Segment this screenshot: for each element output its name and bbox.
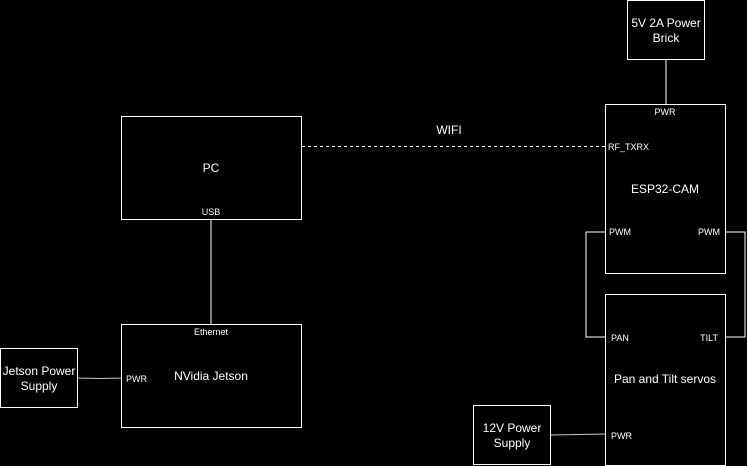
- jetson-label: NVidia Jetson: [174, 369, 248, 383]
- power-supply-12v-label-line1: 12V Power: [483, 421, 542, 435]
- power-brick-label-line2: Brick: [653, 31, 681, 45]
- jetson-power-supply-label-line2: Supply: [21, 379, 58, 393]
- power-brick-label-line1: 5V 2A Power: [631, 16, 700, 30]
- servos-pwr-port-label: PWR: [611, 431, 632, 441]
- pan-tilt-servos-node: [605, 294, 726, 466]
- servos-tilt-port-label: TILT: [700, 333, 718, 343]
- jetson-psu-wire: [77, 377, 123, 380]
- jetson-power-supply-node: [0, 348, 78, 408]
- power-supply-12v-node: [473, 405, 551, 465]
- esp32-pwm-right-port-label: PWM: [698, 227, 720, 237]
- esp32-pwr-port-label: PWR: [655, 107, 676, 117]
- servos-label: Pan and Tilt servos: [614, 372, 716, 386]
- pc-label: PC: [203, 161, 220, 175]
- power-supply-12v-label-line2: Supply: [494, 436, 531, 450]
- esp32-rf-txrx-port-label: RF_TXRX: [608, 142, 649, 152]
- jetson-node: [121, 324, 302, 428]
- esp32-pwm-left-port-label: PWM: [609, 227, 631, 237]
- esp32-cam-node: [605, 104, 726, 274]
- jetson-ethernet-port-label: Ethernet: [194, 327, 229, 337]
- pc-usb-port-label: USB: [202, 207, 221, 217]
- power-brick-node: [627, 0, 705, 60]
- pc-node: [121, 116, 302, 220]
- wifi-label: WIFI: [436, 123, 461, 137]
- servos-pan-port-label: PAN: [611, 333, 629, 343]
- psu-12v-wire: [550, 433, 607, 436]
- esp32-cam-label: ESP32-CAM: [631, 182, 699, 196]
- tilt-pwm-wire: [725, 231, 746, 338]
- pan-pwm-wire: [585, 231, 606, 338]
- jetson-pwr-port-label: PWR: [126, 374, 147, 384]
- jetson-power-supply-label-line1: Jetson Power: [3, 364, 76, 378]
